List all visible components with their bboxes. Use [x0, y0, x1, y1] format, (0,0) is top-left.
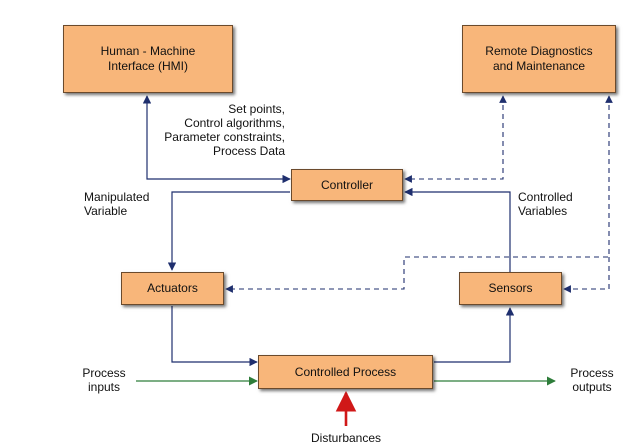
actuators-to-process-link	[171, 306, 258, 367]
sensors-to-controller-link	[404, 187, 511, 272]
remote-to-sensors-link	[563, 257, 610, 293]
sensors-block: Sensors	[459, 272, 562, 305]
disturbances-label: Disturbances	[310, 431, 382, 445]
controller-block: Controller	[291, 169, 403, 201]
process-to-sensors-link	[434, 307, 515, 363]
actuators-block: Actuators	[121, 272, 224, 305]
setpoints-label: Set points, Control algorithms, Paramete…	[164, 102, 285, 158]
remote-to-controller-link	[404, 95, 507, 183]
process-inputs-label: Process inputs	[82, 366, 126, 394]
manipulated-variable-label: Manipulated Variable	[84, 190, 150, 218]
process-outputs-label: Process outputs	[570, 366, 614, 394]
controller-to-actuators-link	[167, 191, 290, 271]
controlled-process-block: Controlled Process	[258, 355, 433, 389]
hmi-block: Human - Machine Interface (HMI)	[63, 25, 233, 93]
controlled-variables-label: Controlled Variables	[518, 190, 573, 218]
remote-diagnostics-block: Remote Diagnostics and Maintenance	[462, 25, 616, 93]
